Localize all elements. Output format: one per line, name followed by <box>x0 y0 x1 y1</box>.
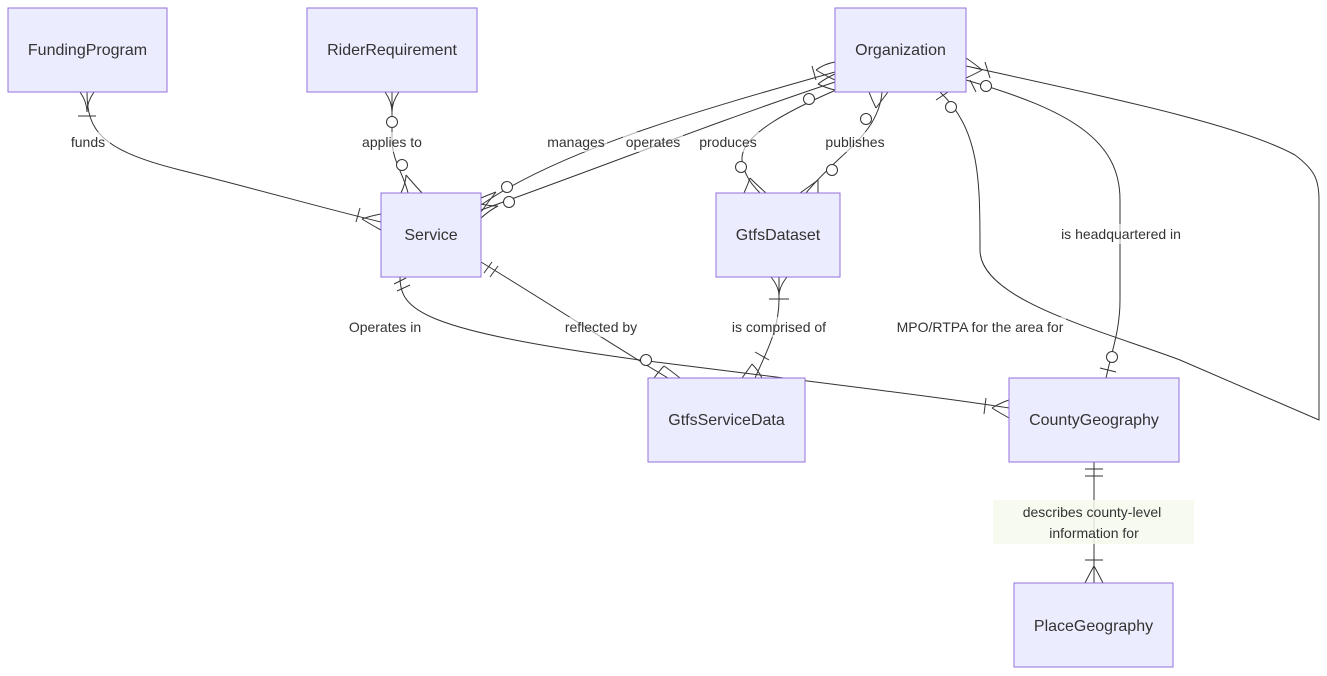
produces-gtfs-many-marker <box>743 177 767 194</box>
applies-rider-zero-marker <box>386 116 398 128</box>
applies-rider-many-marker <box>384 91 400 113</box>
operates-service-zero-marker <box>503 196 515 208</box>
reflected-gsd-zero-marker <box>640 354 652 366</box>
entity-organization-label: Organization <box>855 42 946 59</box>
hq-org-many-marker <box>965 57 983 79</box>
line-funds <box>86 91 382 223</box>
produces-org-zero-marker <box>803 93 815 105</box>
operates-in-county-many-marker <box>991 399 1010 419</box>
mpo-org-bar-marker <box>935 91 949 101</box>
entity-placegeography[interactable]: PlaceGeography <box>1013 582 1174 668</box>
entity-countygeography[interactable]: CountyGeography <box>1008 377 1180 463</box>
hq-org-bar-marker <box>984 61 991 79</box>
label-operates-in: Operates in <box>349 319 421 335</box>
operates-in-service-bar1-marker <box>393 277 407 285</box>
entity-organization[interactable]: Organization <box>834 7 967 93</box>
entity-gtfsservicedata[interactable]: GtfsServiceData <box>647 377 806 463</box>
publishes-gtfs-zero-marker <box>826 164 838 176</box>
operates-in-service-bar2-marker <box>396 284 411 292</box>
entity-fundingprogram[interactable]: FundingProgram <box>7 7 168 93</box>
applies-service-zero-marker <box>396 159 408 171</box>
reflected-service-bar2-marker <box>489 265 499 278</box>
line-is-headquartered-in <box>965 79 1121 379</box>
relationship-lines <box>86 65 1320 583</box>
entity-fundingprogram-label: FundingProgram <box>28 42 147 59</box>
produces-org-many-marker <box>868 91 889 109</box>
entity-service[interactable]: Service <box>380 192 482 278</box>
line-is-comprised-of <box>754 277 780 379</box>
label-produces: produces <box>699 134 757 150</box>
label-funds: funds <box>71 134 105 150</box>
comprised-gsd-bar-marker <box>754 351 770 361</box>
entity-gtfsservicedata-label: GtfsServiceData <box>668 412 785 429</box>
manages-service-zero-marker <box>501 181 513 193</box>
label-manages: manages <box>547 134 605 150</box>
manages-service-many-marker <box>480 191 497 213</box>
entity-gtfsdataset-label: GtfsDataset <box>736 227 821 244</box>
entity-placegeography-label: PlaceGeography <box>1034 618 1153 635</box>
produces-gtfs-zero-marker <box>735 161 747 173</box>
entity-gtfsdataset[interactable]: GtfsDataset <box>715 192 841 278</box>
label-applies-to: applies to <box>362 134 422 150</box>
label-describes-line2: information for <box>1049 525 1139 541</box>
line-operates-in <box>399 276 1010 409</box>
manages-org-many-marker <box>815 61 836 81</box>
mpo-org-zero-marker <box>945 101 957 113</box>
hq-county-bar-marker <box>1099 367 1117 373</box>
label-mpo-rtpa: MPO/RTPA for the area for <box>897 319 1064 335</box>
label-is-headquartered-in: is headquartered in <box>1061 226 1181 242</box>
manages-org-bar-marker <box>811 65 817 81</box>
operates-org-many-marker <box>817 73 836 91</box>
reflected-service-bar1-marker <box>483 261 493 274</box>
relationship-labels: funds applies to manages operates produc… <box>66 132 1194 544</box>
describes-place-many-marker <box>1084 565 1104 584</box>
cardinality-markers <box>78 57 1118 584</box>
entity-service-label: Service <box>404 227 457 244</box>
label-reflected-by: reflected by <box>565 319 637 335</box>
label-operates: operates <box>626 134 680 150</box>
applies-service-many-marker <box>400 174 423 194</box>
label-describes-line1: describes county-level <box>1023 504 1162 520</box>
reflected-gsd-many-marker <box>653 365 681 379</box>
operates-service-many-marker <box>480 203 499 219</box>
comprised-gsd-many-marker <box>741 363 763 379</box>
funds-service-many-marker <box>361 213 382 231</box>
hq-org-bar2-marker <box>969 79 977 93</box>
entity-riderrequirement[interactable]: RiderRequirement <box>306 7 478 93</box>
line-produces <box>741 89 837 194</box>
comprised-gtfs-many-marker <box>770 276 788 297</box>
publishes-org-zero-marker <box>860 113 872 125</box>
funds-service-bar-marker <box>355 207 361 223</box>
label-publishes: publishes <box>825 134 884 150</box>
funds-fundingprogram-many-marker <box>79 91 95 113</box>
entity-countygeography-label: CountyGeography <box>1029 412 1159 429</box>
line-mpo-rtpa <box>939 65 1320 421</box>
publishes-gtfs-many-marker <box>799 179 819 194</box>
entity-riderrequirement-label: RiderRequirement <box>327 42 457 59</box>
operates-in-county-bar-marker <box>983 397 987 415</box>
hq-org-zero-marker <box>980 80 992 92</box>
hq-county-zero-marker <box>1106 351 1118 363</box>
label-is-comprised-of: is comprised of <box>732 319 826 335</box>
